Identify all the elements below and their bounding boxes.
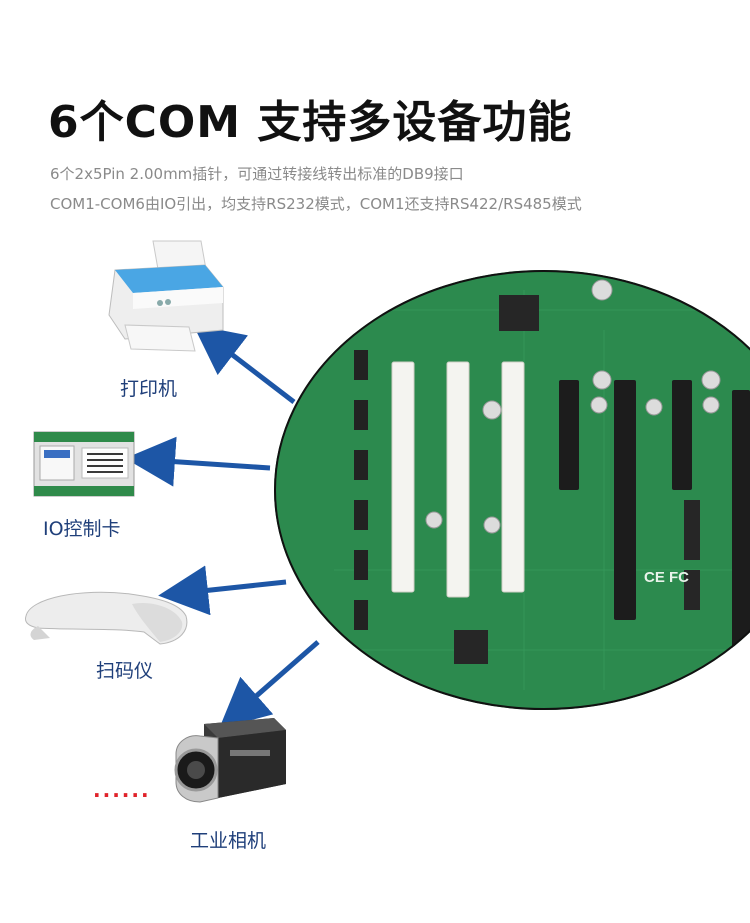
arrow-to-io-card — [125, 436, 271, 487]
page-title: 6个COM 支持多设备功能 — [48, 97, 573, 148]
subtitle-line-2: COM1-COM6由IO引出，均支持RS232模式，COM1还支持RS422/R… — [50, 195, 582, 213]
device-label-camera: 工业相机 — [190, 830, 267, 852]
barcode-scanner-icon — [25, 591, 188, 645]
board-marking: CE FC — [644, 569, 689, 586]
arrow-to-scanner — [158, 565, 287, 616]
io-card-icon — [33, 431, 135, 497]
motherboard-image: CE FC — [274, 270, 750, 710]
arrow-to-printer — [193, 324, 296, 404]
device-label-scanner: 扫码仪 — [96, 660, 154, 682]
device-label-printer: 打印机 — [120, 378, 178, 400]
arrow-to-camera — [219, 640, 320, 729]
subtitle-line-1: 6个2x5Pin 2.00mm插针，可通过转接线转出标准的DB9接口 — [50, 165, 464, 183]
device-label-io-card: IO控制卡 — [43, 518, 121, 540]
industrial-camera-icon — [174, 718, 286, 803]
more-devices-ellipsis: ...... — [93, 778, 151, 802]
printer-icon — [108, 240, 224, 352]
